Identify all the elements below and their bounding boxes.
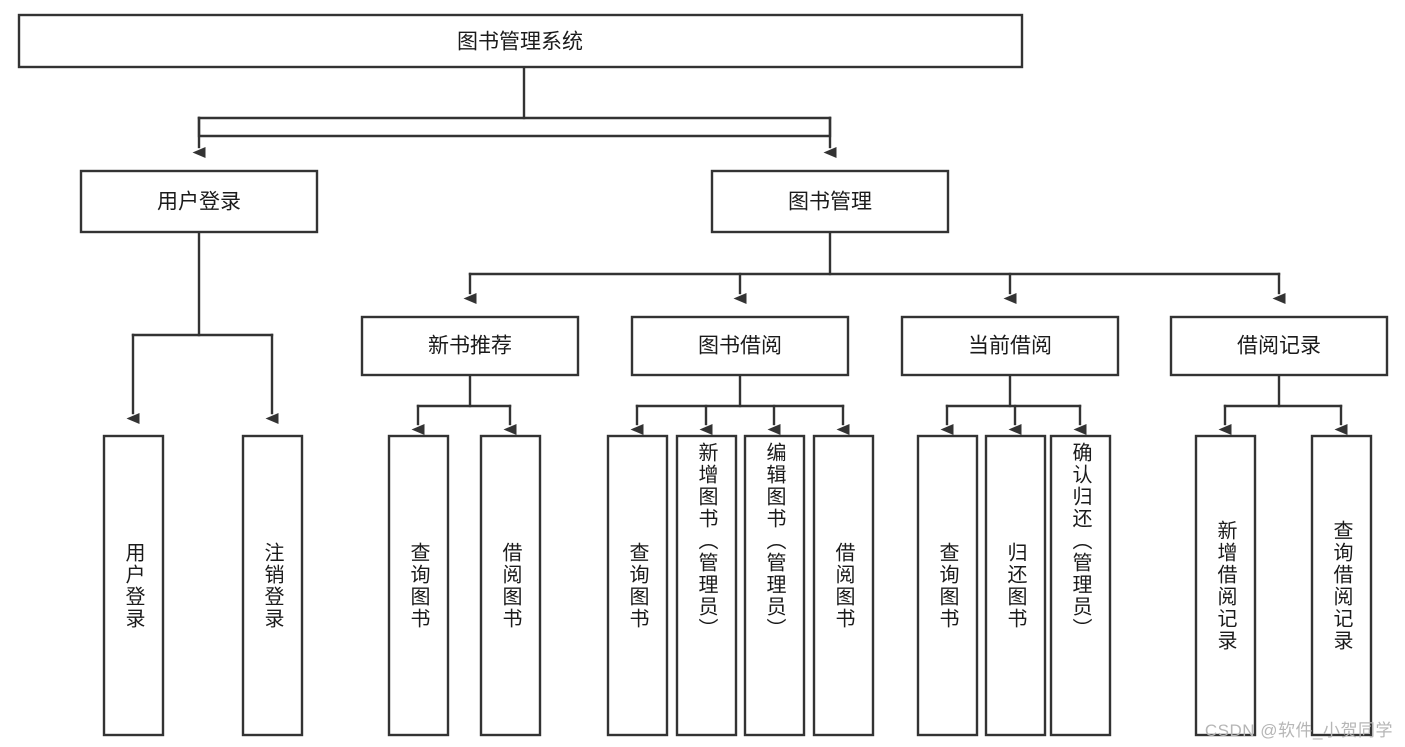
edge-root-to-level2-trunk (197, 116, 832, 138)
node-book-borrow-box[interactable] (630, 315, 850, 377)
node-leaf-borrow-book-1-box[interactable] (479, 434, 542, 737)
node-leaf-logout-box[interactable] (241, 434, 304, 737)
node-book-manage[interactable]: 图书管理 (710, 169, 950, 234)
node-leaf-borrow-book-2-box[interactable] (812, 434, 875, 737)
node-user-login-box[interactable] (79, 169, 319, 234)
node-leaf-add-record-box[interactable] (1194, 434, 1257, 737)
node-new-book-rec[interactable]: 新书推荐 (360, 315, 580, 377)
node-leaf-add-book-box[interactable] (675, 434, 738, 737)
edge-group-book-manage (463, 230, 1286, 304)
node-current-borrow[interactable]: 当前借阅 (900, 315, 1120, 377)
node-user-login-label: 用户登录 (157, 191, 241, 214)
edge-group-new-book-rec (411, 373, 517, 435)
node-current-borrow-box[interactable] (900, 315, 1120, 377)
node-book-manage-box[interactable] (710, 169, 950, 234)
node-leaf-query-record-box[interactable] (1310, 434, 1373, 737)
edge-group-root (192, 65, 837, 158)
node-leaf-edit-book-box[interactable] (743, 434, 806, 737)
edge-group-user-login (126, 230, 279, 424)
node-user-login[interactable]: 用户登录 (79, 169, 319, 234)
node-borrow-record-label: 借阅记录 (1237, 335, 1321, 358)
edge-group-current-borrow (940, 373, 1087, 435)
node-root-box[interactable] (17, 13, 1024, 69)
node-root[interactable]: 图书管理系统 (17, 13, 1024, 69)
node-book-borrow-label: 图书借阅 (698, 335, 782, 358)
edge-group-borrow-record (1218, 373, 1348, 435)
node-new-book-rec-box[interactable] (360, 315, 580, 377)
node-leaf-confirm-return-box[interactable] (1049, 434, 1112, 737)
node-leaf-query-book-3-box[interactable] (916, 434, 979, 737)
node-borrow-record-box[interactable] (1169, 315, 1389, 377)
node-book-borrow[interactable]: 图书借阅 (630, 315, 850, 377)
node-leaf-query-book-2-box[interactable] (606, 434, 669, 737)
watermark-text: CSDN @软件_小贺同学 (1204, 721, 1393, 740)
node-root-label: 图书管理系统 (457, 31, 583, 54)
node-leaf-user-login-box[interactable] (102, 434, 165, 737)
edge-group-book-borrow (630, 373, 850, 435)
node-new-book-rec-label: 新书推荐 (428, 335, 512, 358)
node-current-borrow-label: 当前借阅 (968, 335, 1052, 358)
node-leaf-query-book-1-box[interactable] (387, 434, 450, 737)
node-leaf-return-book-box[interactable] (984, 434, 1047, 737)
node-book-manage-label: 图书管理 (788, 191, 872, 214)
node-borrow-record[interactable]: 借阅记录 (1169, 315, 1389, 377)
